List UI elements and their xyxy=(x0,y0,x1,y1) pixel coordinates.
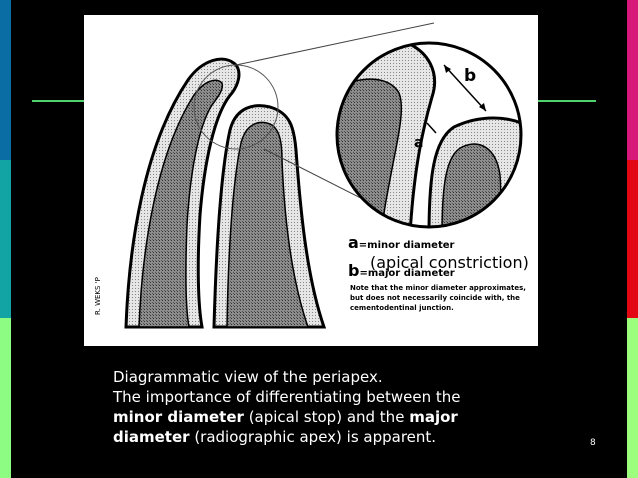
legend-b-letter: b xyxy=(348,261,360,280)
legend-a-text: =minor diameter xyxy=(358,240,455,251)
divider-right xyxy=(536,100,596,102)
legend-b-text: =major diameter xyxy=(359,268,455,279)
caption-line-2: The importance of differentiating betwee… xyxy=(113,388,461,406)
divider-left xyxy=(32,100,92,102)
legend-a: a=minor diameter xyxy=(348,233,454,252)
magnified-circle-border xyxy=(335,41,523,229)
caption-bold-minor: minor diameter xyxy=(113,408,244,426)
caption-line-4: diameter (radiographic apex) is apparent… xyxy=(113,427,533,447)
right-stripe-magenta xyxy=(627,0,638,160)
legend-b: b=major diameter xyxy=(348,261,455,280)
legend-note: Note that the minor diameter approximate… xyxy=(350,283,532,313)
left-root-inner xyxy=(138,79,224,328)
arrow-a xyxy=(426,122,437,134)
note-line-2: but does not necessarily coincide with, … xyxy=(350,294,520,302)
left-stripe-green xyxy=(0,318,11,478)
page-number: 8 xyxy=(590,438,596,448)
diagram-svg: b a R. WEKS 'P xyxy=(94,22,523,329)
caption-line-1: Diagrammatic view of the periapex. xyxy=(113,368,383,386)
caption-bold-major: major xyxy=(409,408,458,426)
caption-bold-diameter: diameter xyxy=(113,428,190,446)
arrow-b xyxy=(443,64,487,112)
label-a: a xyxy=(414,135,423,151)
note-line-1: Note that the minor diameter approximate… xyxy=(350,284,526,292)
right-root-inner xyxy=(226,121,310,328)
caption-line-3: minor diameter (apical stop) and the maj… xyxy=(113,407,533,427)
right-stripe-red xyxy=(627,160,638,318)
legend-a-letter: a xyxy=(348,233,359,252)
legend-a-sub: (apical constriction) xyxy=(370,253,529,272)
zoom-line-top xyxy=(235,22,435,66)
caption: Diagrammatic view of the periapex. The i… xyxy=(113,367,533,447)
caption-end: (radiographic apex) is apparent. xyxy=(189,428,437,446)
note-line-3: cementodentinal junction. xyxy=(350,304,454,312)
signature: R. WEKS 'P xyxy=(94,277,102,315)
left-stripe-blue xyxy=(0,0,11,160)
left-stripe-teal xyxy=(0,160,11,318)
periapex-diagram: b a R. WEKS 'P a=minor diameter (apical … xyxy=(84,15,538,346)
right-stripe-lightgreen xyxy=(627,318,638,478)
caption-mid: (apical stop) and the xyxy=(243,408,410,426)
label-b: b xyxy=(464,66,476,86)
